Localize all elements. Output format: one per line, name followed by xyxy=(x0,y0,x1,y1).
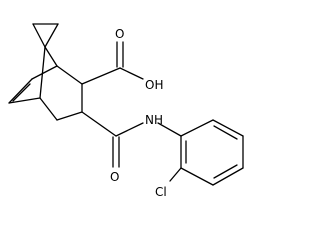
bond xyxy=(32,23,46,48)
bond xyxy=(115,122,144,137)
hydroxyl-label: OH xyxy=(145,78,163,92)
chlorophenyl-ring: Cl xyxy=(155,119,244,199)
bond xyxy=(212,167,244,186)
carboxylic-acid-group: O OH xyxy=(81,27,163,92)
bond xyxy=(44,46,58,67)
amide-oxygen-label: O xyxy=(110,170,119,184)
amide-nitrogen-label: NH xyxy=(145,113,163,127)
bond xyxy=(8,97,41,104)
bond xyxy=(39,46,46,99)
bond xyxy=(39,97,58,121)
bond xyxy=(180,119,214,137)
carboxyl-oxygen-label: O xyxy=(115,27,124,41)
bond xyxy=(119,67,144,80)
bond xyxy=(81,111,117,137)
bond xyxy=(56,111,83,121)
bond xyxy=(157,122,182,137)
aromatic-inner-bond xyxy=(213,164,238,179)
bond xyxy=(56,65,83,85)
chemical-structure-diagram: O OH O NH Cl xyxy=(8,23,244,199)
aromatic-inner-bond xyxy=(213,125,238,140)
amide-group: O NH xyxy=(81,111,182,184)
bond xyxy=(169,167,182,182)
cyclopropane-ring xyxy=(32,23,59,48)
bond xyxy=(180,167,214,186)
bond xyxy=(81,67,121,85)
double-bond-inner xyxy=(12,83,31,102)
bond xyxy=(212,119,244,137)
bicyclic-cage xyxy=(8,46,83,121)
bond xyxy=(31,65,58,80)
chlorine-label: Cl xyxy=(155,185,167,199)
bond xyxy=(8,78,33,104)
bond xyxy=(44,23,59,48)
